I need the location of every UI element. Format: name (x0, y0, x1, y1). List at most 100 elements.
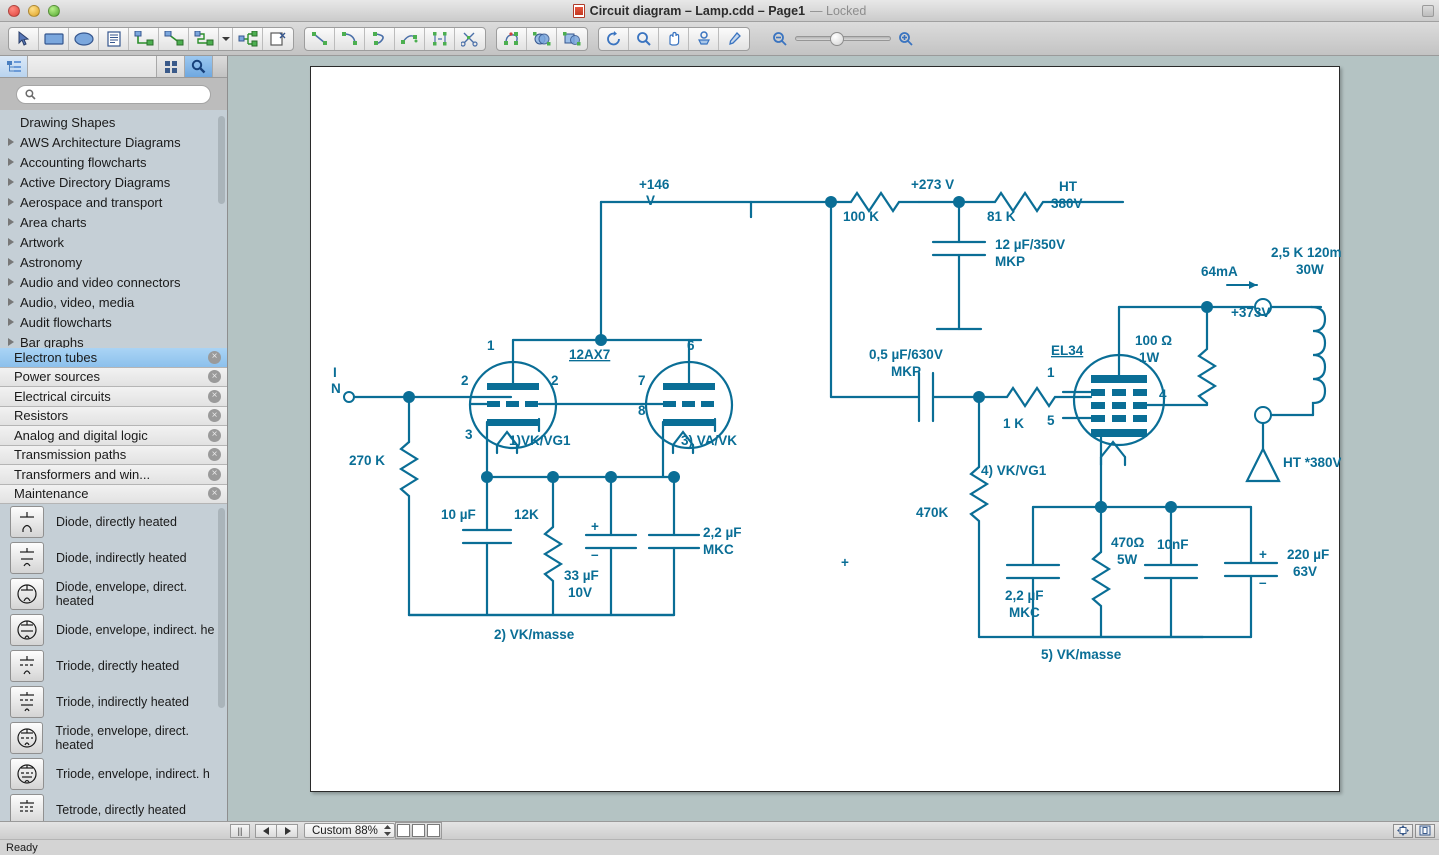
bezier-tool[interactable] (395, 27, 425, 50)
tree-item-area-charts[interactable]: Area charts (0, 212, 227, 232)
library-item-power-sources[interactable]: Power sources × (0, 367, 227, 387)
reshape-tool[interactable] (497, 27, 527, 50)
close-icon[interactable]: × (208, 428, 221, 442)
disclosure-triangle-icon[interactable] (8, 278, 14, 286)
disclosure-triangle-icon[interactable] (8, 178, 14, 186)
label-c22uf-2: MKC (703, 542, 734, 557)
prev-page-button[interactable] (255, 823, 277, 838)
tree-item-audit-flowcharts[interactable]: Audit flowcharts (0, 312, 227, 332)
rotate-tool[interactable] (599, 27, 629, 50)
arc-tool[interactable] (335, 27, 365, 50)
shape-item-triode-direct[interactable]: Triode, directly heated (0, 648, 227, 684)
tree-item-drawing-shapes[interactable]: Drawing Shapes (0, 112, 227, 132)
magnifier-tool[interactable] (629, 27, 659, 50)
disclosure-triangle-icon[interactable] (8, 258, 14, 266)
library-item-maintenance[interactable]: Maintenance × (0, 484, 227, 504)
drawing-canvas[interactable]: I N 270 K +146 V 1 2 2 3 6 7 8 12AX7 1)V… (228, 56, 1439, 821)
close-icon[interactable]: × (208, 370, 221, 384)
disclosure-triangle-icon[interactable] (8, 198, 14, 206)
smart-connector-tool[interactable] (189, 27, 219, 50)
shape-item-diode-direct[interactable]: Diode, directly heated (0, 504, 227, 540)
next-page-button[interactable] (276, 823, 298, 838)
fit-page-icon[interactable] (1393, 823, 1413, 838)
zoom-slider-knob[interactable] (830, 32, 844, 46)
pause-button[interactable]: || (230, 823, 250, 838)
close-icon[interactable]: × (208, 350, 221, 364)
shape-item-tetrode-direct[interactable]: Tetrode, directly heated (0, 792, 227, 821)
detach-tool[interactable] (263, 28, 293, 50)
tree-item-artwork[interactable]: Artwork (0, 232, 227, 252)
tree-item-aws-architecture[interactable]: AWS Architecture Diagrams (0, 132, 227, 152)
continuous-icon[interactable] (426, 824, 440, 837)
line-tool[interactable] (305, 27, 335, 50)
zoom-out-icon[interactable] (772, 31, 788, 47)
stepper-icon[interactable] (383, 825, 391, 836)
zoom-level-selector[interactable]: Custom 88% (304, 823, 395, 838)
close-icon[interactable]: × (208, 389, 221, 403)
shape-item-diode-envelope-indirect[interactable]: Diode, envelope, indirect. he (0, 612, 227, 648)
union-tool[interactable] (527, 27, 557, 50)
library-item-electron-tubes[interactable]: Electron tubes × (0, 348, 227, 368)
edit-points-tool[interactable] (425, 27, 455, 50)
disclosure-triangle-icon[interactable] (8, 318, 14, 326)
maximize-button[interactable] (48, 4, 60, 17)
tree-item-audio-video-connectors[interactable]: Audio and video connectors (0, 272, 227, 292)
pointer-tool[interactable] (9, 27, 39, 50)
close-icon[interactable]: × (208, 409, 221, 423)
zoom-in-icon[interactable] (898, 31, 914, 47)
connector-dropdown[interactable] (219, 27, 233, 50)
scissors-tool[interactable] (455, 28, 485, 50)
single-page-icon[interactable] (396, 824, 410, 837)
disclosure-triangle-icon[interactable] (8, 298, 14, 306)
rectangle-tool[interactable] (39, 27, 69, 50)
disclosure-triangle-icon[interactable] (8, 238, 14, 246)
right-angle-connector-tool[interactable] (129, 27, 159, 50)
tree-item-audio-video-media[interactable]: Audio, video, media (0, 292, 227, 312)
full-page-icon[interactable] (1415, 823, 1435, 838)
disclosure-triangle-icon[interactable] (8, 218, 14, 226)
shape-item-triode-indirect[interactable]: Triode, indirectly heated (0, 684, 227, 720)
minimize-button[interactable] (28, 4, 40, 17)
shape-item-diode-indirect[interactable]: Diode, indirectly heated (0, 540, 227, 576)
close-button[interactable] (8, 4, 20, 17)
straight-connector-tool[interactable] (159, 27, 189, 50)
search-icon[interactable] (185, 56, 213, 77)
tree-connector-tool[interactable] (233, 27, 263, 50)
fragment-tool[interactable] (557, 28, 587, 50)
fullscreen-icon[interactable] (1422, 4, 1434, 17)
shape-item-triode-envelope-direct[interactable]: Triode, envelope, direct. heated (0, 720, 227, 756)
library-item-analog-digital-logic[interactable]: Analog and digital logic × (0, 426, 227, 446)
tree-scrollbar[interactable] (218, 116, 225, 204)
library-item-transmission-paths[interactable]: Transmission paths × (0, 445, 227, 465)
library-item-resistors[interactable]: Resistors × (0, 406, 227, 426)
close-icon[interactable]: × (208, 448, 221, 462)
tree-item-accounting-flowcharts[interactable]: Accounting flowcharts (0, 152, 227, 172)
tree-item-aerospace[interactable]: Aerospace and transport (0, 192, 227, 212)
zoom-slider[interactable] (795, 32, 891, 46)
curve-tool[interactable] (365, 27, 395, 50)
stamp-tool[interactable] (689, 27, 719, 50)
shape-item-diode-envelope-direct[interactable]: Diode, envelope, direct. heated (0, 576, 227, 612)
disclosure-triangle-icon[interactable] (8, 138, 14, 146)
eyedropper-tool[interactable] (719, 28, 749, 50)
tree-item-bar-graphs[interactable]: Bar graphs (0, 332, 227, 348)
facing-pages-icon[interactable] (411, 824, 425, 837)
document-page[interactable]: I N 270 K +146 V 1 2 2 3 6 7 8 12AX7 1)V… (310, 66, 1341, 792)
disclosure-triangle-icon[interactable] (8, 338, 14, 346)
hand-tool[interactable] (659, 27, 689, 50)
library-item-electrical-circuits[interactable]: Electrical circuits × (0, 387, 227, 407)
close-icon[interactable]: × (208, 487, 221, 501)
tree-view-icon[interactable] (0, 56, 28, 77)
disclosure-triangle-icon[interactable] (8, 158, 14, 166)
grid-view-icon[interactable] (157, 56, 185, 77)
tree-item-active-directory[interactable]: Active Directory Diagrams (0, 172, 227, 192)
library-item-transformers[interactable]: Transformers and win... × (0, 465, 227, 485)
ellipse-tool[interactable] (69, 27, 99, 50)
close-icon[interactable]: × (208, 467, 221, 481)
shape-list-scrollbar[interactable] (218, 508, 225, 708)
shape-item-triode-envelope-indirect[interactable]: Triode, envelope, indirect. h (0, 756, 227, 792)
search-box[interactable] (16, 84, 211, 104)
tree-item-astronomy[interactable]: Astronomy (0, 252, 227, 272)
text-tool[interactable] (99, 27, 129, 50)
search-input[interactable] (41, 88, 202, 100)
